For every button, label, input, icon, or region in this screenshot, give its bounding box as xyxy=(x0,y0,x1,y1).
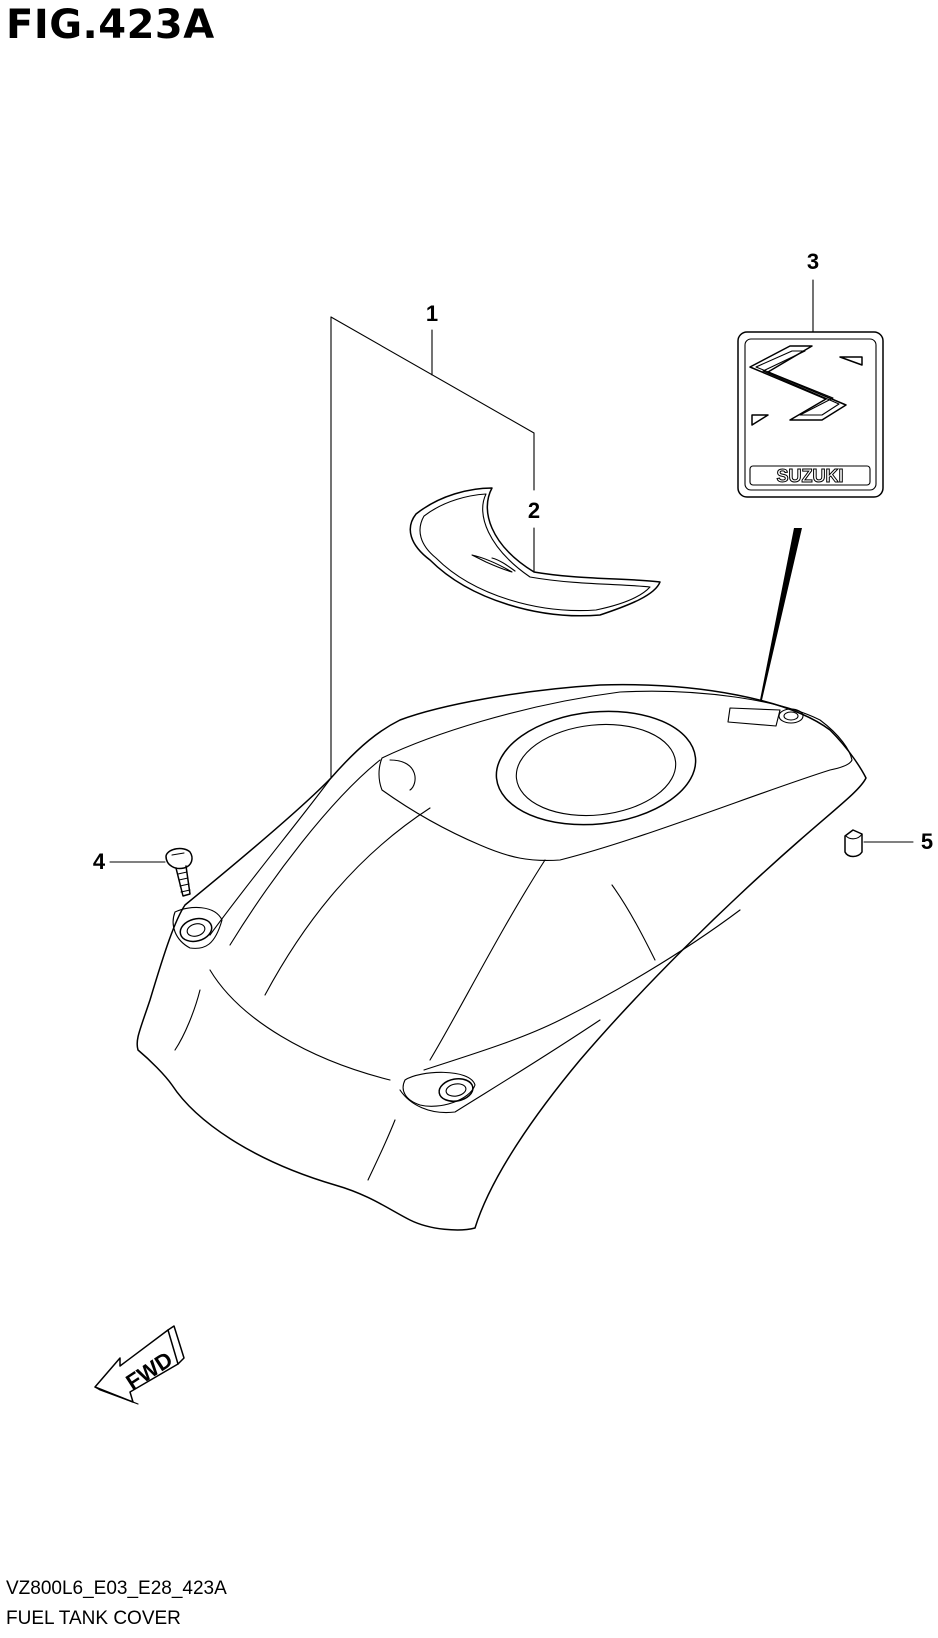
callout-2-label: 2 xyxy=(528,498,540,523)
figure-title: FIG.423A xyxy=(6,2,215,48)
fuel-tank-cover-part xyxy=(136,683,867,1231)
figure-name: FUEL TANK COVER xyxy=(6,1608,181,1629)
cover-insert-part xyxy=(409,487,661,617)
callout-3-label: 3 xyxy=(807,249,819,274)
nut-part xyxy=(844,829,863,858)
figure-code: VZ800L6_E03_E28_423A xyxy=(6,1578,227,1599)
callout-1-leader xyxy=(330,316,535,779)
fwd-label: FWD xyxy=(121,1347,177,1395)
callout-4-label: 4 xyxy=(93,849,106,874)
suzuki-s-logo-icon xyxy=(749,345,863,426)
suzuki-emblem-part: SUZUKI xyxy=(737,331,884,498)
callout-5-label: 5 xyxy=(921,829,933,854)
callout-1-label: 1 xyxy=(426,301,438,326)
screw-part xyxy=(165,847,193,897)
forward-direction-arrow-icon: FWD xyxy=(94,1325,185,1405)
emblem-text: SUZUKI xyxy=(777,466,844,486)
emblem-pointer xyxy=(760,528,802,700)
